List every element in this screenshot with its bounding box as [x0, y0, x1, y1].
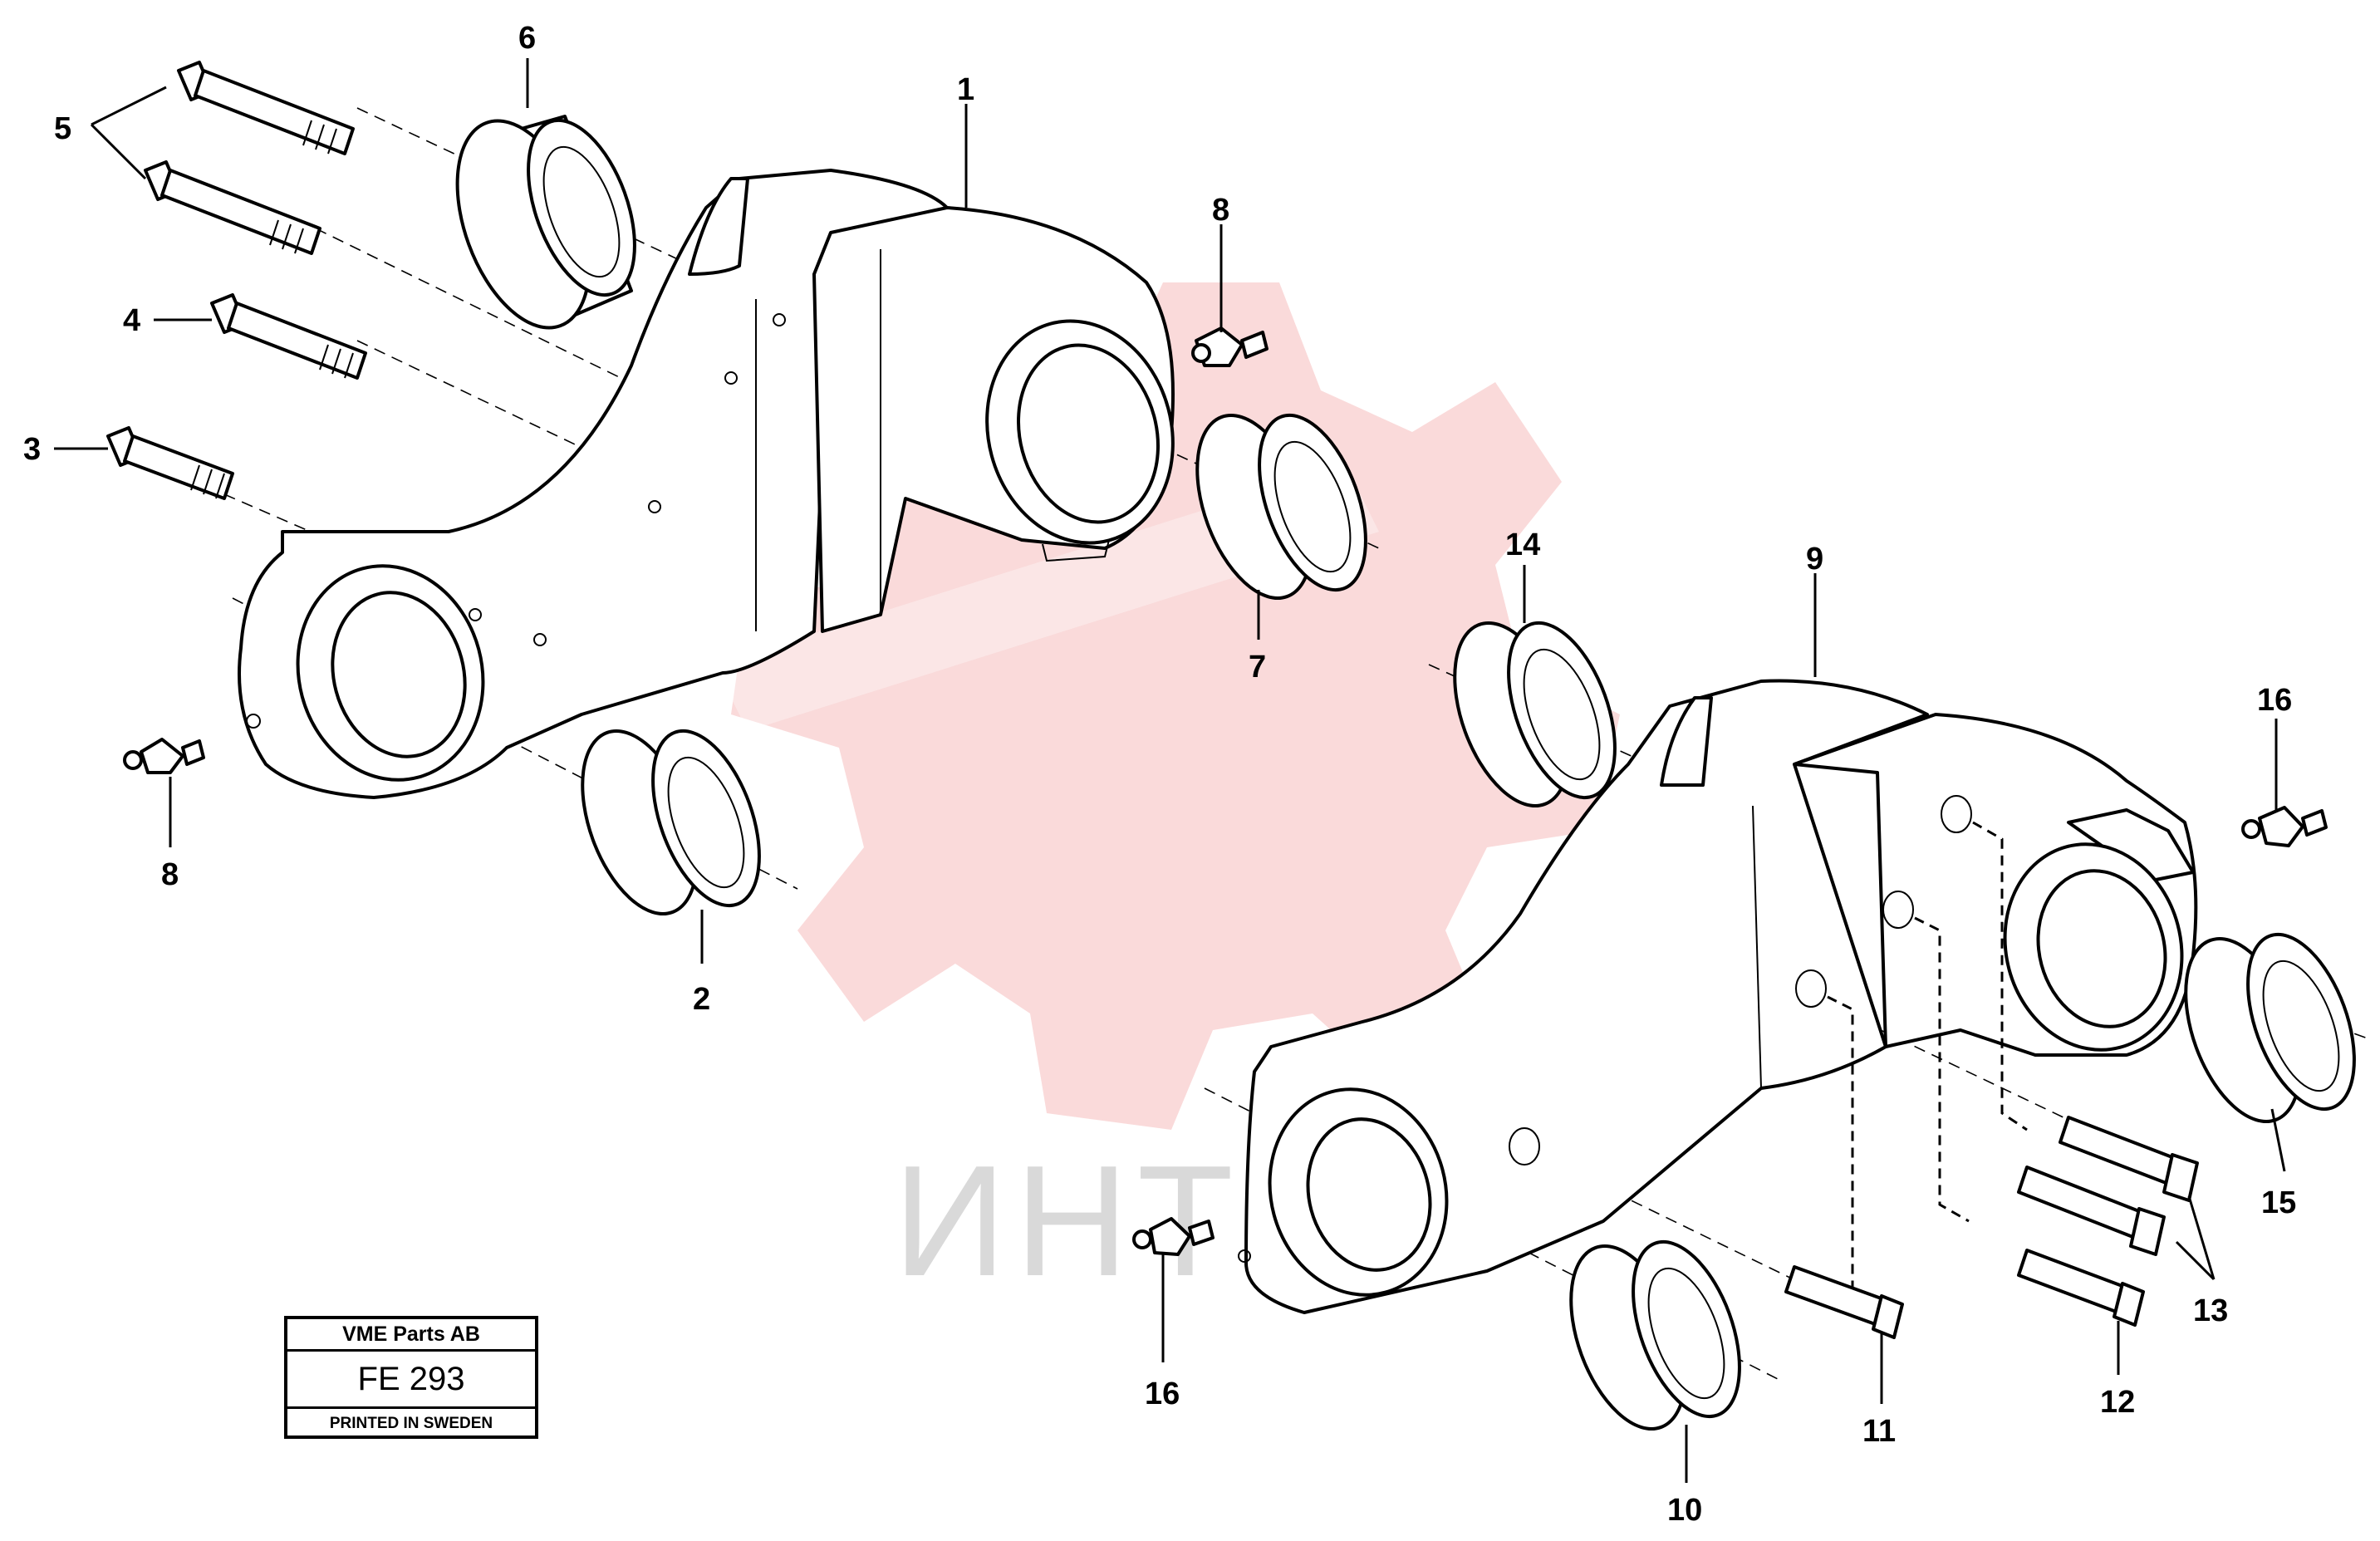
bolt-13-upper — [2059, 1116, 2199, 1202]
bushing-7 — [1195, 413, 1367, 600]
title-block-company: VME Parts AB — [287, 1319, 535, 1352]
grease-nipple-16-right — [2241, 806, 2328, 847]
callout-12: 12 — [2100, 1385, 2135, 1420]
callout-16-left: 16 — [1145, 1377, 1180, 1411]
callout-2: 2 — [693, 982, 710, 1017]
title-block-footer: PRINTED IN SWEDEN — [329, 1415, 493, 1432]
bushing-10 — [1569, 1239, 1741, 1431]
part-1-arm-bracket — [238, 169, 1175, 799]
callout-8-lower: 8 — [161, 857, 179, 892]
callout-13: 13 — [2193, 1293, 2228, 1328]
bolt-5-upper — [177, 61, 355, 155]
callout-4: 4 — [123, 303, 140, 338]
grease-nipple-16-left — [1132, 1217, 1215, 1256]
callout-15: 15 — [2261, 1185, 2296, 1220]
callout-10: 10 — [1667, 1493, 1702, 1528]
bushing-14 — [1453, 621, 1617, 807]
bushing-15 — [2184, 932, 2356, 1123]
callout-1: 1 — [957, 72, 974, 107]
callout-11: 11 — [1862, 1414, 1896, 1449]
bolt-5-lower — [144, 160, 321, 255]
grease-nipple-8-upper — [1191, 326, 1269, 367]
callout-6: 6 — [518, 21, 536, 56]
bolt-4 — [210, 293, 367, 380]
callout-3: 3 — [23, 432, 41, 467]
callout-numbers: 1 2 3 4 5 6 7 8 8 9 10 11 12 13 14 15 16… — [23, 21, 2296, 1528]
callout-16-right: 16 — [2257, 683, 2292, 718]
grease-nipple-8-lower — [123, 738, 205, 774]
leader-lines — [54, 58, 2286, 1483]
bolt-13-lower — [2017, 1166, 2166, 1256]
bolt-3 — [106, 426, 234, 500]
callout-7: 7 — [1249, 650, 1266, 685]
bushing-2 — [581, 729, 761, 915]
callout-9: 9 — [1806, 542, 1823, 577]
bushing-6 — [455, 115, 636, 330]
bolt-12 — [2017, 1249, 2145, 1327]
callout-8-upper: 8 — [1212, 193, 1229, 228]
bolt-11 — [1784, 1265, 1904, 1339]
callout-5: 5 — [54, 111, 71, 146]
title-block: VME Parts AB FE 293 PRINTED IN SWEDEN — [284, 1316, 538, 1439]
title-block-drawing-code: FE 293 — [287, 1352, 535, 1409]
callout-14: 14 — [1505, 528, 1540, 562]
